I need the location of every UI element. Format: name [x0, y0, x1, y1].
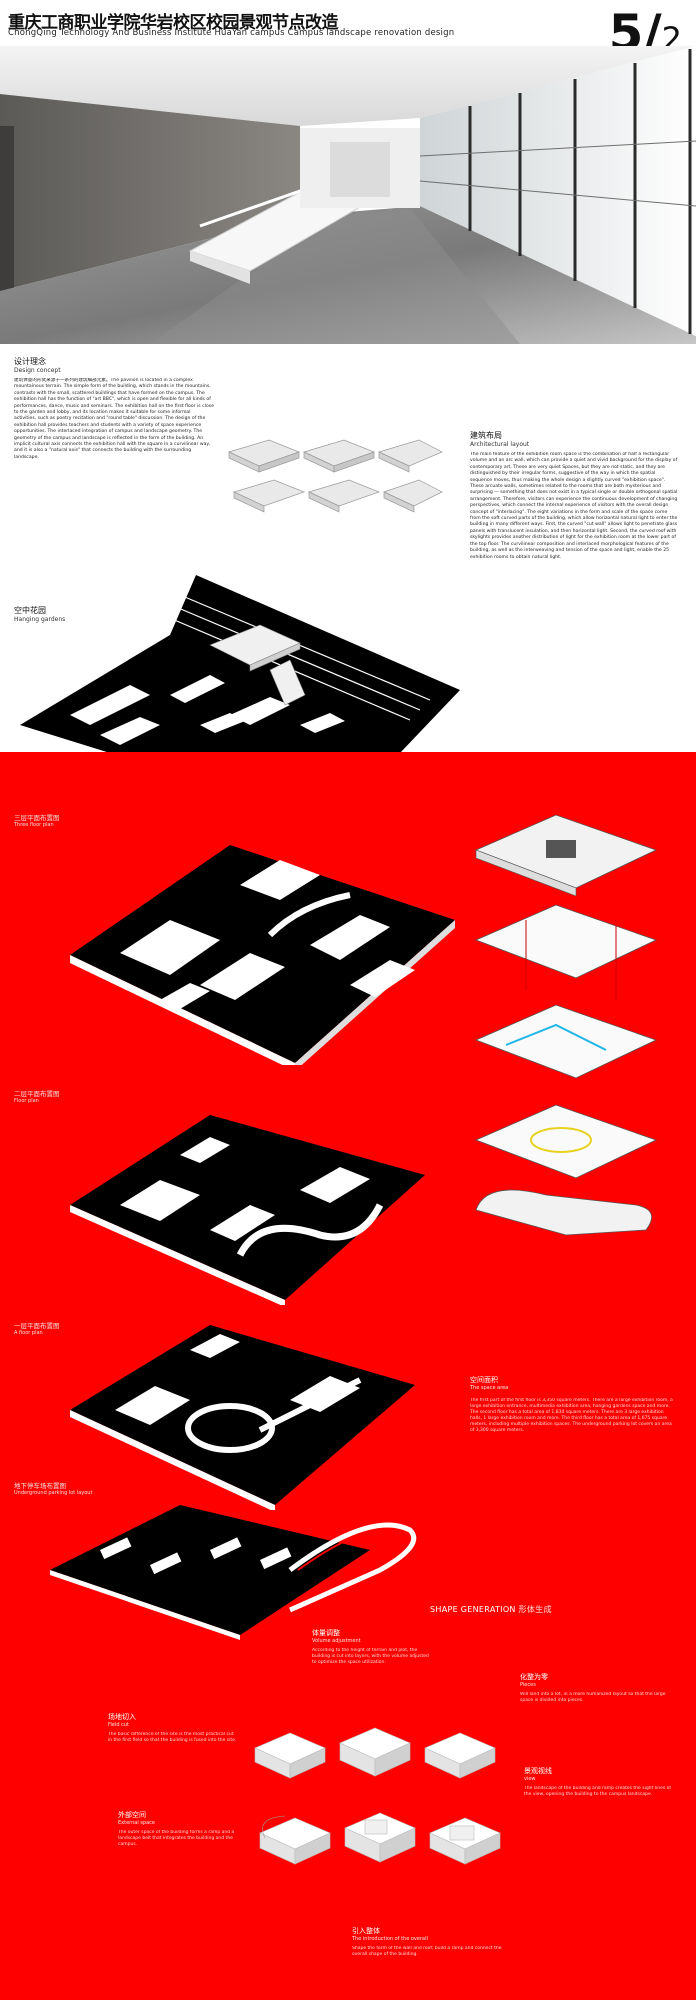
- section-view-roof: [474, 814, 658, 897]
- step-whole-title-zh: 引入整体: [352, 1927, 380, 1935]
- shape-step-block-4: [259, 1815, 331, 1865]
- page-title: 重庆工商职业学院华岩校区校园景观节点改造: [8, 13, 339, 33]
- step-field-text: The basic difference of the site is the …: [108, 1732, 237, 1743]
- step-whole-title-en: The introduction of the overall: [352, 1936, 428, 1942]
- step-whole-heading: 引入整体 The introduction of the overall: [352, 1926, 428, 1942]
- hanging-gardens-title-zh: 空中花园: [14, 606, 46, 615]
- design-concept-title-zh: 设计理念: [14, 357, 46, 366]
- hanging-gardens-plan: [20, 575, 460, 753]
- hanging-gardens-heading: 空中花园 Hanging gardens: [14, 605, 65, 623]
- shape-steps-row-2: [259, 1812, 501, 1865]
- step-sight-title-en: view: [524, 1776, 536, 1782]
- step-volume-text: According to the height of terrain and p…: [312, 1648, 429, 1665]
- massing-diagram-3: [378, 439, 443, 473]
- floor-plan-label-underground: 地下停车场布置图 Underground parking lot layout: [14, 1480, 92, 1496]
- step-whole-text: Shape the form of the wall and roof; bui…: [352, 1946, 502, 1957]
- step-external-heading: 外部空间 External space: [118, 1810, 155, 1826]
- space-area-title-zh: 空间面积: [470, 1376, 498, 1384]
- space-area-title-en: The space area: [470, 1385, 509, 1391]
- floor-plan-label-third-en: Three floor plan: [14, 822, 54, 828]
- floor-plan-label-underground-en: Underground parking lot layout: [14, 1490, 93, 1496]
- hallway-render-image: [0, 46, 696, 344]
- shape-step-block-1: [254, 1732, 326, 1779]
- step-volume-heading: 体量调整 Volume adjustment: [312, 1628, 361, 1644]
- second-floor-plan-drawing: [70, 1115, 425, 1305]
- step-change-heading: 化整为零 Pieces: [520, 1672, 548, 1688]
- architectural-layout-title-zh: 建筑布局: [470, 431, 502, 440]
- step-sight-heading: 景观视线 view: [524, 1766, 552, 1782]
- floor-plan-label-underground-zh: 地下停车场布置图: [14, 1482, 66, 1490]
- step-sight-text: The landscape of the building and ramp c…: [524, 1786, 671, 1797]
- step-volume-title-en: Volume adjustment: [312, 1638, 361, 1644]
- massing-diagram-2: [303, 439, 375, 473]
- page-subtitle: ChongQing Technology And Business Instit…: [8, 28, 455, 38]
- section-view-third: [474, 904, 658, 1000]
- step-change-text: Will land into a lot, in a more humanize…: [520, 1692, 666, 1703]
- floor-plan-label-first-zh: 一层平面布置图: [14, 1322, 60, 1330]
- massing-diagram-4: [233, 479, 305, 513]
- floor-plan-label-first: 一层平面布置图 A floor plan: [14, 1320, 60, 1336]
- hanging-gardens-title-en: Hanging gardens: [14, 616, 66, 623]
- step-field-heading: 场地切入 Field cut: [108, 1712, 136, 1728]
- step-sight-title-zh: 景观视线: [524, 1767, 552, 1775]
- exploded-section-views: [474, 814, 658, 1236]
- design-concept-heading: 设计理念 Design concept: [14, 356, 61, 374]
- floor-plan-label-second-en: Floor plan: [14, 1098, 39, 1104]
- shape-step-block-3: [424, 1732, 496, 1779]
- massing-diagrams: [228, 439, 443, 513]
- section-view-second: [474, 1004, 658, 1079]
- shape-step-block-2: [339, 1727, 411, 1777]
- design-concept-text: 建筑体量的形式来源于一系列的建筑细部元素。The pavilion is loc…: [14, 378, 214, 460]
- underground-parking-plan-drawing: [50, 1505, 417, 1640]
- step-volume-title-zh: 体量调整: [312, 1629, 340, 1637]
- shape-generation-title-en: SHAPE GENERATION: [430, 1605, 516, 1614]
- step-external-text: The outer space of the building forms a …: [118, 1830, 235, 1847]
- space-area-heading: 空间面积 The space area: [470, 1375, 508, 1391]
- floor-plan-label-third-zh: 三层平面布置图: [14, 814, 60, 822]
- section-view-first: [474, 1104, 658, 1179]
- architectural-layout-title-en: Architectural layout: [470, 441, 530, 448]
- third-floor-plan-drawing: [70, 845, 455, 1065]
- floor-plan-label-second: 二层平面布置图 Floor plan: [14, 1088, 60, 1104]
- space-area-text: The first part of the first floor is 3,3…: [470, 1398, 673, 1433]
- section-view-base: [475, 1189, 653, 1236]
- architectural-layout-heading: 建筑布局 Architectural layout: [470, 430, 529, 448]
- floor-plan-label-third: 三层平面布置图 Three floor plan: [14, 812, 60, 828]
- shape-steps-row-1: [254, 1727, 496, 1779]
- interior-rendering: [0, 46, 696, 344]
- massing-diagram-1: [228, 439, 300, 473]
- first-floor-plan-drawing: [70, 1325, 415, 1510]
- shape-step-block-5: [344, 1812, 416, 1863]
- step-external-title-zh: 外部空间: [118, 1811, 146, 1819]
- shape-generation-heading: SHAPE GENERATION 形体生成: [430, 1604, 552, 1615]
- massing-diagram-5: [308, 479, 380, 513]
- step-change-title-en: Pieces: [520, 1682, 536, 1688]
- floor-plan-label-second-zh: 二层平面布置图: [14, 1090, 60, 1098]
- step-field-title-zh: 场地切入: [108, 1713, 136, 1721]
- step-change-title-zh: 化整为零: [520, 1673, 548, 1681]
- step-field-title-en: Field cut: [108, 1722, 130, 1728]
- massing-diagram-6: [383, 479, 443, 513]
- design-concept-title-en: Design concept: [14, 367, 61, 374]
- shape-generation-title-zh: 形体生成: [518, 1605, 552, 1614]
- step-external-title-en: External space: [118, 1820, 156, 1826]
- architectural-layout-text: The main feature of the exhibition room …: [470, 452, 678, 560]
- floor-plan-label-first-en: A floor plan: [14, 1330, 43, 1336]
- shape-step-block-6: [429, 1817, 501, 1865]
